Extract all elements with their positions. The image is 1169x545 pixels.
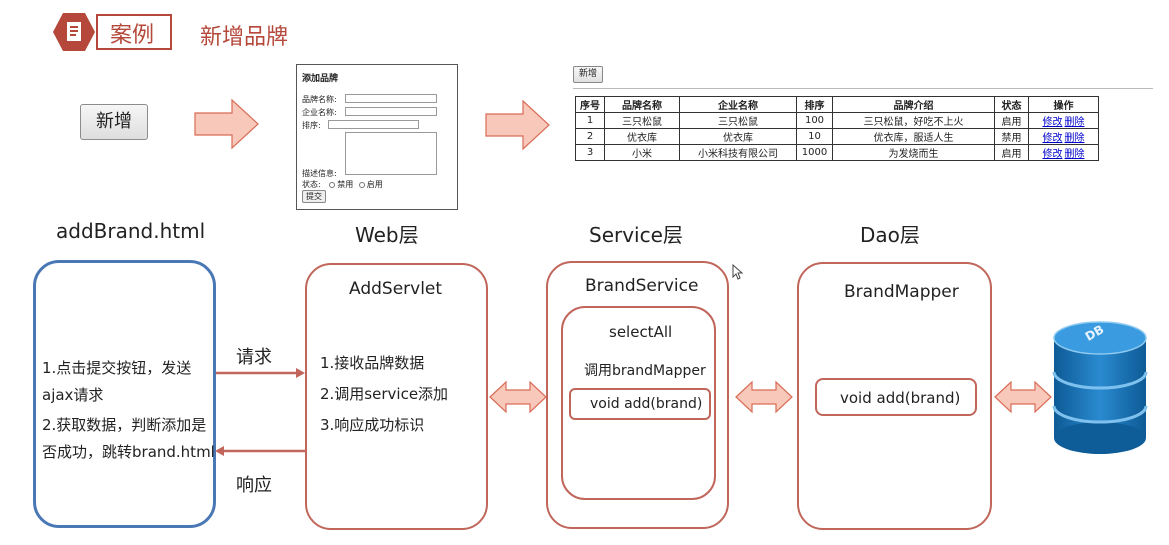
cell-company: 小米科技有限公司 <box>679 144 797 161</box>
cell-status: 启用 <box>994 144 1029 161</box>
double-arrow-icon <box>489 380 547 414</box>
cell-actions: 修改删除 <box>1028 144 1099 161</box>
col-header: 企业名称 <box>679 96 797 113</box>
web-layer-title: Web层 <box>355 223 419 247</box>
description-textarea[interactable] <box>345 132 437 175</box>
delete-link[interactable]: 删除 <box>1064 133 1085 144</box>
select-all-title: selectAll <box>609 323 673 341</box>
cell-brand: 小米 <box>604 144 680 161</box>
cell-intro: 优衣库，服适人生 <box>832 128 995 145</box>
order-input[interactable] <box>328 120 419 129</box>
col-header: 品牌介绍 <box>832 96 995 113</box>
cell-actions: 修改删除 <box>1028 112 1099 129</box>
divider <box>573 88 1153 89</box>
cell-brand: 优衣库 <box>604 128 680 145</box>
document-icon <box>53 13 95 51</box>
html-step-line: 否成功，跳转brand.html <box>42 443 215 461</box>
dao-layer-box <box>797 262 992 530</box>
servlet-step-line: 2.调用service添加 <box>320 385 449 403</box>
status-label: 状态: <box>302 180 321 189</box>
submit-button[interactable]: 提交 <box>302 190 326 203</box>
brand-table: 序号 品牌名称 企业名称 排序 品牌介绍 状态 操作 1 三只松鼠 三只松鼠 1… <box>575 96 1099 161</box>
cursor-icon <box>732 264 744 280</box>
section-label-box <box>96 14 172 50</box>
form-title: 添加品牌 <box>302 74 339 84</box>
response-label: 响应 <box>236 475 272 496</box>
table-row: 1 三只松鼠 三只松鼠 100 三只松鼠，好吃不上火 启用 修改删除 <box>575 112 1099 129</box>
cell-order: 10 <box>796 128 833 145</box>
service-layer-title: Service层 <box>589 223 683 247</box>
service-layer-box <box>546 261 729 529</box>
cell-company: 优衣库 <box>679 128 797 145</box>
table-header-row: 序号 品牌名称 企业名称 排序 品牌介绍 状态 操作 <box>575 96 1099 113</box>
cell-company: 三只松鼠 <box>679 112 797 129</box>
table-row: 2 优衣库 优衣库 10 优衣库，服适人生 禁用 修改删除 <box>575 128 1099 145</box>
dao-layer-title: Dao层 <box>860 223 920 247</box>
brand-name-label: 品牌名称: <box>302 95 337 104</box>
table-add-button[interactable]: 新增 <box>573 66 603 83</box>
html-page-box <box>33 260 216 528</box>
col-header: 排序 <box>796 96 833 113</box>
delete-link[interactable]: 删除 <box>1064 117 1085 128</box>
cell-order: 1000 <box>796 144 833 161</box>
description-label: 描述信息: <box>302 169 337 178</box>
edit-link[interactable]: 修改 <box>1042 149 1063 160</box>
html-step-line: 1.点击提交按钮，发送 <box>42 359 192 377</box>
web-layer-box <box>305 263 488 530</box>
company-name-label: 企业名称: <box>302 108 337 117</box>
dao-add-method: void add(brand) <box>840 389 961 407</box>
order-label: 排序: <box>302 121 321 130</box>
service-add-method-box <box>569 388 711 420</box>
cell-actions: 修改删除 <box>1028 128 1099 145</box>
cell-intro: 三只松鼠，好吃不上火 <box>832 112 995 129</box>
edit-link[interactable]: 修改 <box>1042 117 1063 128</box>
servlet-step-line: 3.响应成功标识 <box>320 416 425 434</box>
cell-intro: 为发烧而生 <box>832 144 995 161</box>
servlet-step-line: 1.接收品牌数据 <box>320 354 425 372</box>
html-step-line: ajax请求 <box>42 386 104 404</box>
table-row: 3 小米 小米科技有限公司 1000 为发烧而生 启用 修改删除 <box>575 144 1099 161</box>
service-add-method: void add(brand) <box>590 396 703 412</box>
cell-index: 3 <box>575 144 605 161</box>
servlet-title: AddServlet <box>349 279 443 299</box>
delete-link[interactable]: 删除 <box>1064 149 1085 160</box>
html-layer-title: addBrand.html <box>56 219 206 243</box>
cell-index: 1 <box>575 112 605 129</box>
cell-index: 2 <box>575 128 605 145</box>
add-brand-button[interactable]: 新增 <box>80 104 148 140</box>
call-mapper-text: 调用brandMapper <box>584 363 706 379</box>
double-arrow-icon <box>735 380 793 414</box>
database-icon <box>1052 321 1148 454</box>
double-arrow-icon <box>994 380 1052 414</box>
request-arrow-icon <box>216 368 305 378</box>
col-header: 品牌名称 <box>604 96 680 113</box>
response-arrow-icon <box>215 446 306 456</box>
html-step-line: 2.获取数据，判断添加是 <box>42 416 207 434</box>
cell-status: 启用 <box>994 112 1029 129</box>
company-name-input[interactable] <box>345 107 437 116</box>
cell-brand: 三只松鼠 <box>604 112 680 129</box>
col-header: 序号 <box>575 96 605 113</box>
mapper-title: BrandMapper <box>844 282 959 302</box>
section-label: 案例 <box>110 23 155 48</box>
page-title: 新增品牌 <box>200 25 289 50</box>
status-disabled-radio[interactable]: 禁用 <box>329 180 353 189</box>
cell-status: 禁用 <box>994 128 1029 145</box>
status-row: 状态: 禁用 启用 <box>302 179 383 190</box>
col-header: 状态 <box>994 96 1029 113</box>
dao-add-method-box <box>815 378 977 416</box>
flow-arrow-right-2-icon <box>485 99 550 151</box>
brand-name-input[interactable] <box>345 94 437 103</box>
add-brand-form-mockup: 添加品牌 品牌名称: 企业名称: 排序: 描述信息: 状态: 禁用 启用 提交 <box>296 64 458 210</box>
service-title: BrandService <box>585 276 699 296</box>
status-enabled-radio[interactable]: 启用 <box>358 180 383 189</box>
cell-order: 100 <box>796 112 833 129</box>
service-method-box <box>561 306 716 500</box>
flow-arrow-right-1-icon <box>194 98 259 150</box>
request-label: 请求 <box>236 347 272 368</box>
col-header: 操作 <box>1028 96 1099 113</box>
edit-link[interactable]: 修改 <box>1042 133 1063 144</box>
